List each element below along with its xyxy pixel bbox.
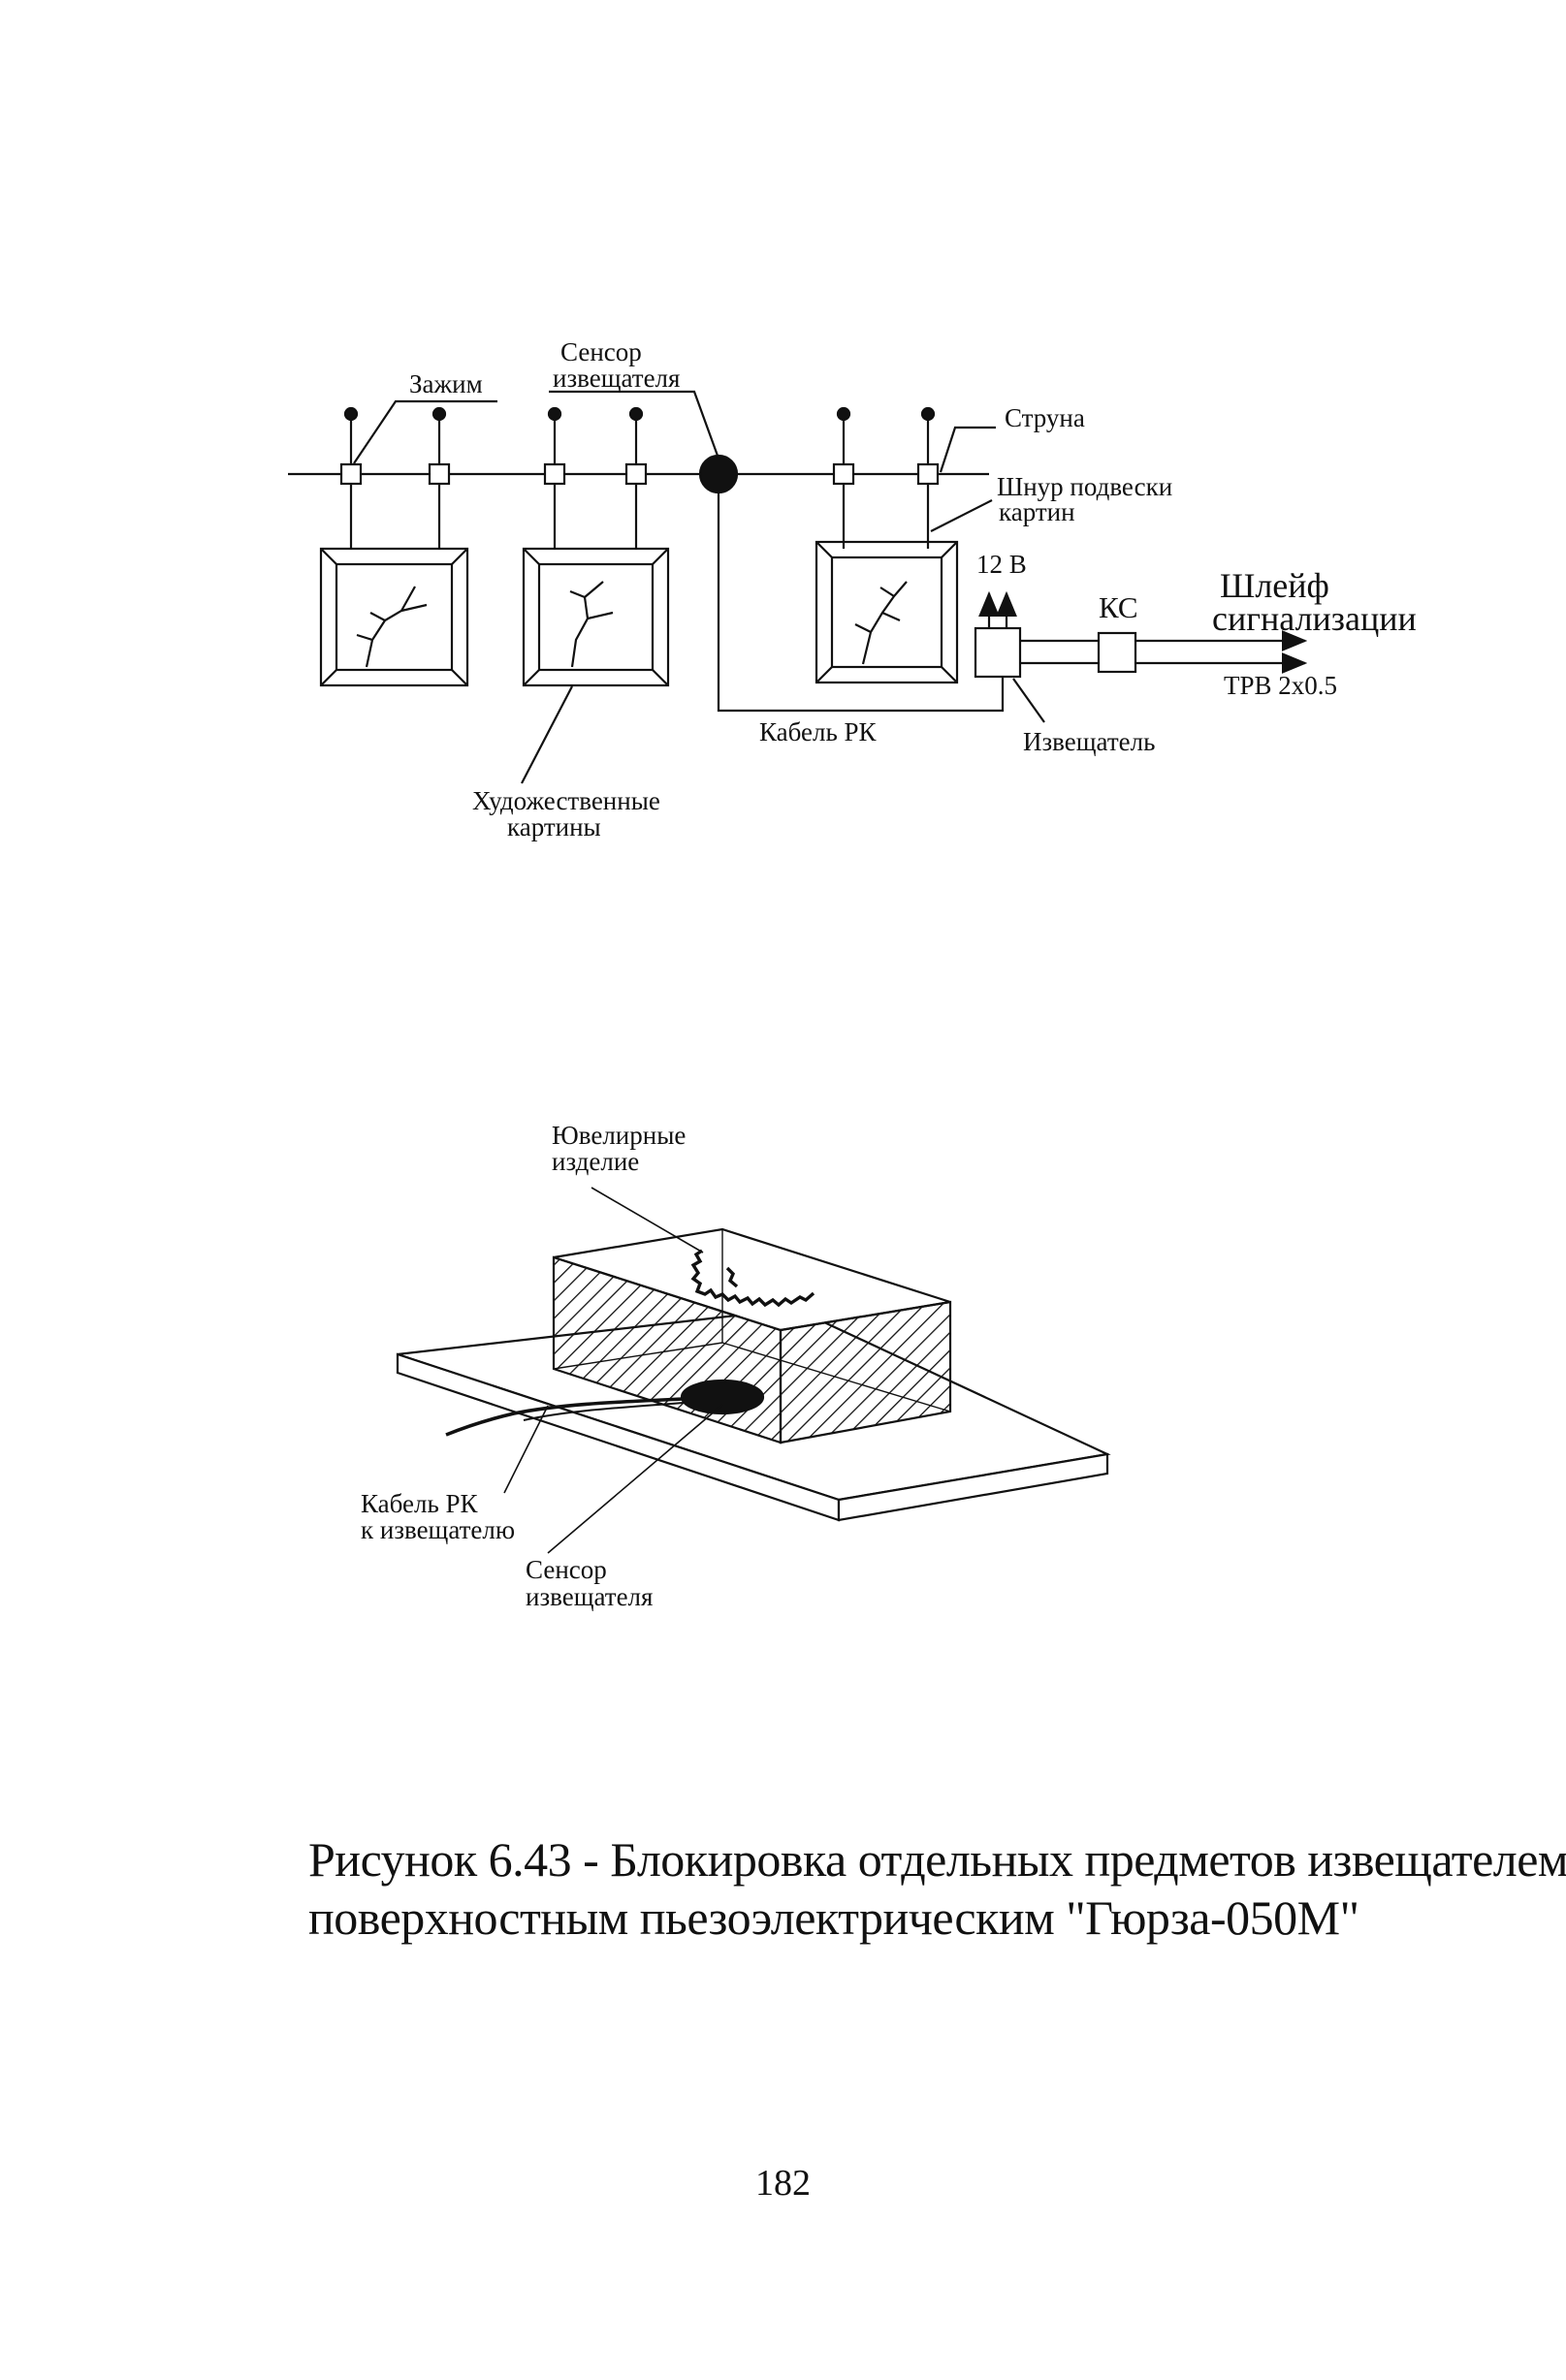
jewelry-alarm-diagram	[396, 1187, 1111, 1554]
painting-frame	[522, 547, 670, 687]
cable-rk-wire	[445, 1397, 685, 1437]
figure-caption: Рисунок 6.43 - Блокировка отдельных пред…	[308, 1830, 1566, 1947]
cable-label-leader	[503, 1405, 549, 1494]
cable-rk-wire	[523, 1402, 685, 1421]
clamp	[428, 406, 451, 549]
jewelry-label-1: Ювелирные	[552, 1121, 686, 1150]
sensor-label-bottom-2: извещателя	[526, 1582, 653, 1611]
sensor-node	[698, 454, 739, 494]
sensor-label-bottom-1: Сенсор	[526, 1555, 607, 1584]
ks-box	[1097, 631, 1137, 674]
paintings-label-leader	[521, 685, 573, 784]
clamp	[339, 406, 363, 549]
cable-type-label: ТРВ 2x0.5	[1224, 671, 1337, 700]
string-label: Струна	[1005, 403, 1085, 432]
sensor-label-2: извещателя	[553, 364, 680, 393]
sensor-label-leader	[547, 1404, 723, 1554]
hidden-edge	[721, 1342, 951, 1412]
jewelry-chain	[725, 1266, 739, 1288]
hidden-edge	[553, 1342, 723, 1370]
ks-label: КС	[1099, 590, 1138, 624]
base-plate-edge	[837, 1452, 1109, 1522]
page-number: 182	[755, 2163, 811, 2204]
painting-frame	[319, 547, 469, 687]
clamp	[624, 406, 648, 549]
jewelry-label-leader	[591, 1187, 704, 1253]
jewelry-chain	[690, 1249, 815, 1308]
cable-rk-label: Кабель РК	[759, 717, 878, 746]
voltage-label: 12 В	[976, 550, 1027, 579]
sensor-label-leader	[549, 390, 719, 457]
loop-label-2: сигнализации	[1212, 599, 1417, 638]
top-diagram-labels: Зажим Сенсор извещателя Струна Шнур подв…	[409, 337, 1417, 841]
cord-label-2: картин	[999, 497, 1075, 526]
bottom-diagram-labels: Ювелирные изделие Кабель РК к извещателю…	[361, 1121, 686, 1611]
cable-rk	[717, 492, 1005, 713]
loop-label-1: Шлейф	[1220, 566, 1329, 605]
detector-label-leader	[1012, 678, 1045, 723]
clamp-label: Зажим	[409, 369, 483, 398]
detector-box	[974, 626, 1022, 679]
cord-label-leader	[930, 499, 993, 532]
clamp	[543, 406, 566, 549]
string-label-leader	[939, 426, 996, 473]
painting-frame	[815, 540, 959, 684]
sensor-label-1: Сенсор	[560, 337, 642, 366]
sensor-puck	[680, 1379, 765, 1415]
painting-alarm-diagram	[288, 390, 1308, 784]
cable-label-1: Кабель РК	[361, 1489, 479, 1518]
caption-line-2: поверхностным пьезоэлектрическим "Гюрза-…	[308, 1890, 1359, 1945]
cord-label-1: Шнур подвески	[997, 472, 1172, 501]
caption-line-1: Рисунок 6.43 - Блокировка отдельных пред…	[308, 1832, 1566, 1887]
cable-label-2: к извещателю	[361, 1515, 515, 1544]
clamp-label-leader	[353, 399, 497, 464]
paintings-label-1: Художественные	[472, 786, 660, 815]
clamp	[916, 406, 940, 549]
paintings-label-2: картины	[507, 812, 601, 841]
detector-label: Извещатель	[1023, 727, 1155, 756]
clamp	[832, 406, 855, 549]
jewelry-label-2: изделие	[552, 1147, 639, 1176]
